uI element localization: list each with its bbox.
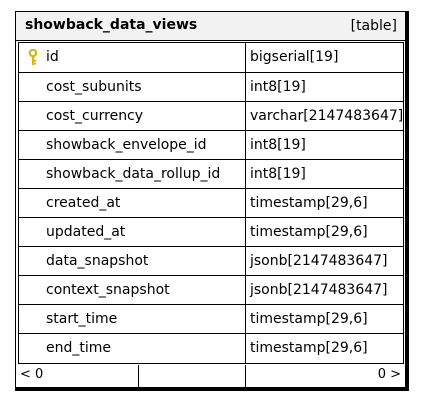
column-type: int8[19] [250,166,306,182]
column-type: bigserial[19] [250,49,339,65]
table-name[interactable]: showback_data_views [25,17,198,33]
column-type: timestamp[29,6] [250,311,368,327]
column-name: data_snapshot [46,253,149,269]
footer-divider [138,365,139,387]
table-footer: < 0 0 > [18,365,404,387]
column-name: start_time [46,311,118,327]
column-row-showback-data-rollup-id[interactable]: showback_data_rollup_id int8[19] [19,159,403,188]
column-row-showback-envelope-id[interactable]: showback_envelope_id int8[19] [19,130,403,159]
table-header: showback_data_views [table] [16,12,405,41]
column-row-cost-subunits[interactable]: cost_subunits int8[19] [19,72,403,101]
column-type: int8[19] [250,79,306,95]
table-type-tag: [table] [350,18,397,34]
column-row-end-time[interactable]: end_time timestamp[29,6] [19,333,403,362]
column-name: end_time [46,340,112,356]
column-row-data-snapshot[interactable]: data_snapshot jsonb[2147483647] [19,246,403,275]
column-type: jsonb[2147483647] [250,253,388,269]
column-name: cost_currency [46,108,144,124]
column-list: id bigserial[19] cost_subunits int8[19] … [18,42,404,364]
column-type: timestamp[29,6] [250,340,368,356]
footer-divider [245,365,246,387]
column-type: int8[19] [250,137,306,153]
column-type: varchar[2147483647] [250,108,404,124]
column-name: id [46,49,59,65]
column-row-created-at[interactable]: created_at timestamp[29,6] [19,188,403,217]
parents-count-link[interactable]: < 0 [20,367,44,382]
column-type: timestamp[29,6] [250,224,368,240]
table-box: showback_data_views [table] id bigserial… [15,11,406,388]
column-name: cost_subunits [46,79,142,95]
column-row-start-time[interactable]: start_time timestamp[29,6] [19,304,403,333]
column-row-updated-at[interactable]: updated_at timestamp[29,6] [19,217,403,246]
column-name: showback_data_rollup_id [46,166,221,182]
column-divider [245,43,246,363]
column-row-cost-currency[interactable]: cost_currency varchar[2147483647] [19,101,403,130]
children-count-link[interactable]: 0 > [377,367,401,382]
column-name: context_snapshot [46,282,170,298]
column-row-context-snapshot[interactable]: context_snapshot jsonb[2147483647] [19,275,403,304]
table-entity: showback_data_views [table] id bigserial… [15,11,409,391]
key-icon [28,49,38,65]
column-type: jsonb[2147483647] [250,282,388,298]
column-name: showback_envelope_id [46,137,207,153]
column-name: updated_at [46,224,126,240]
column-type: timestamp[29,6] [250,195,368,211]
column-row-id[interactable]: id bigserial[19] [19,43,403,72]
column-name: created_at [46,195,121,211]
